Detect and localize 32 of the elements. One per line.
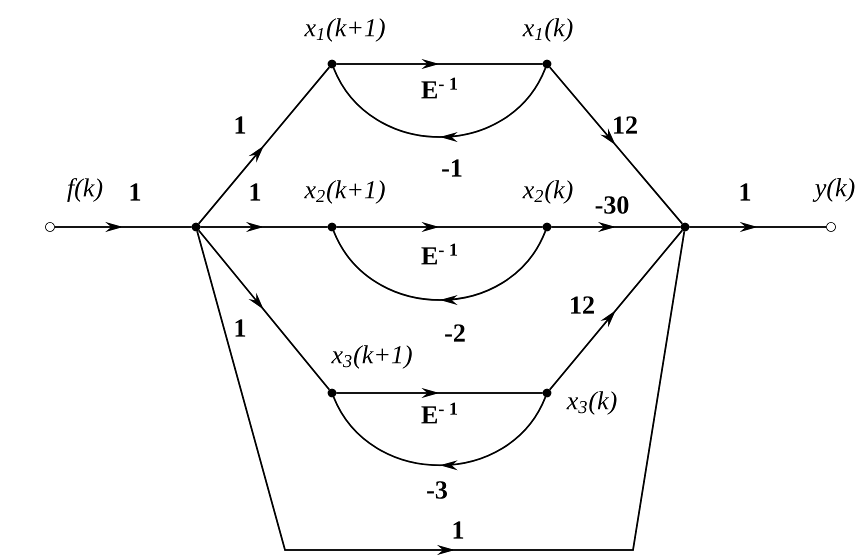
node-label: x$_{2}$(k+1)	[304, 180, 385, 204]
edge-label: 1	[454, 521, 464, 539]
arrow	[549, 66, 683, 224]
node-label: x$_{3}$(k+1)	[331, 345, 412, 369]
edge-label: 1	[250, 183, 260, 201]
edge-label: -1	[442, 159, 462, 177]
arrow	[198, 66, 330, 224]
edge-label: 1	[740, 183, 750, 201]
edge-label: E$^{- 1}$	[421, 78, 458, 98]
edge-label: 1	[236, 116, 246, 134]
edge-label: 1	[130, 183, 140, 201]
edge-label: E$^{- 1}$	[421, 244, 458, 264]
node-label: f(k)	[67, 178, 102, 202]
edge-label: -30	[596, 196, 628, 214]
edge-label: 1	[236, 319, 246, 337]
node-label: x$_{1}$(k)	[522, 18, 572, 42]
arrow	[549, 230, 683, 390]
arrow	[332, 230, 546, 306]
edge-label: -3	[427, 481, 447, 499]
edge-label: E$^{- 1}$	[421, 402, 458, 424]
node-label: x$_{3}$(k)	[566, 391, 616, 415]
edge-label: 12	[571, 296, 594, 314]
edge-label: -2	[445, 324, 465, 342]
arrow	[332, 396, 546, 470]
node-label: y(k)	[812, 178, 854, 202]
arrow	[332, 68, 546, 142]
edge-label: 12	[614, 116, 637, 134]
arrow	[198, 230, 330, 390]
node-label: x$_{2}$(k)	[522, 180, 572, 204]
junction-dot	[680, 222, 690, 232]
node-label: x$_{1}$(k+1)	[304, 18, 385, 42]
junction-dot	[192, 222, 200, 232]
